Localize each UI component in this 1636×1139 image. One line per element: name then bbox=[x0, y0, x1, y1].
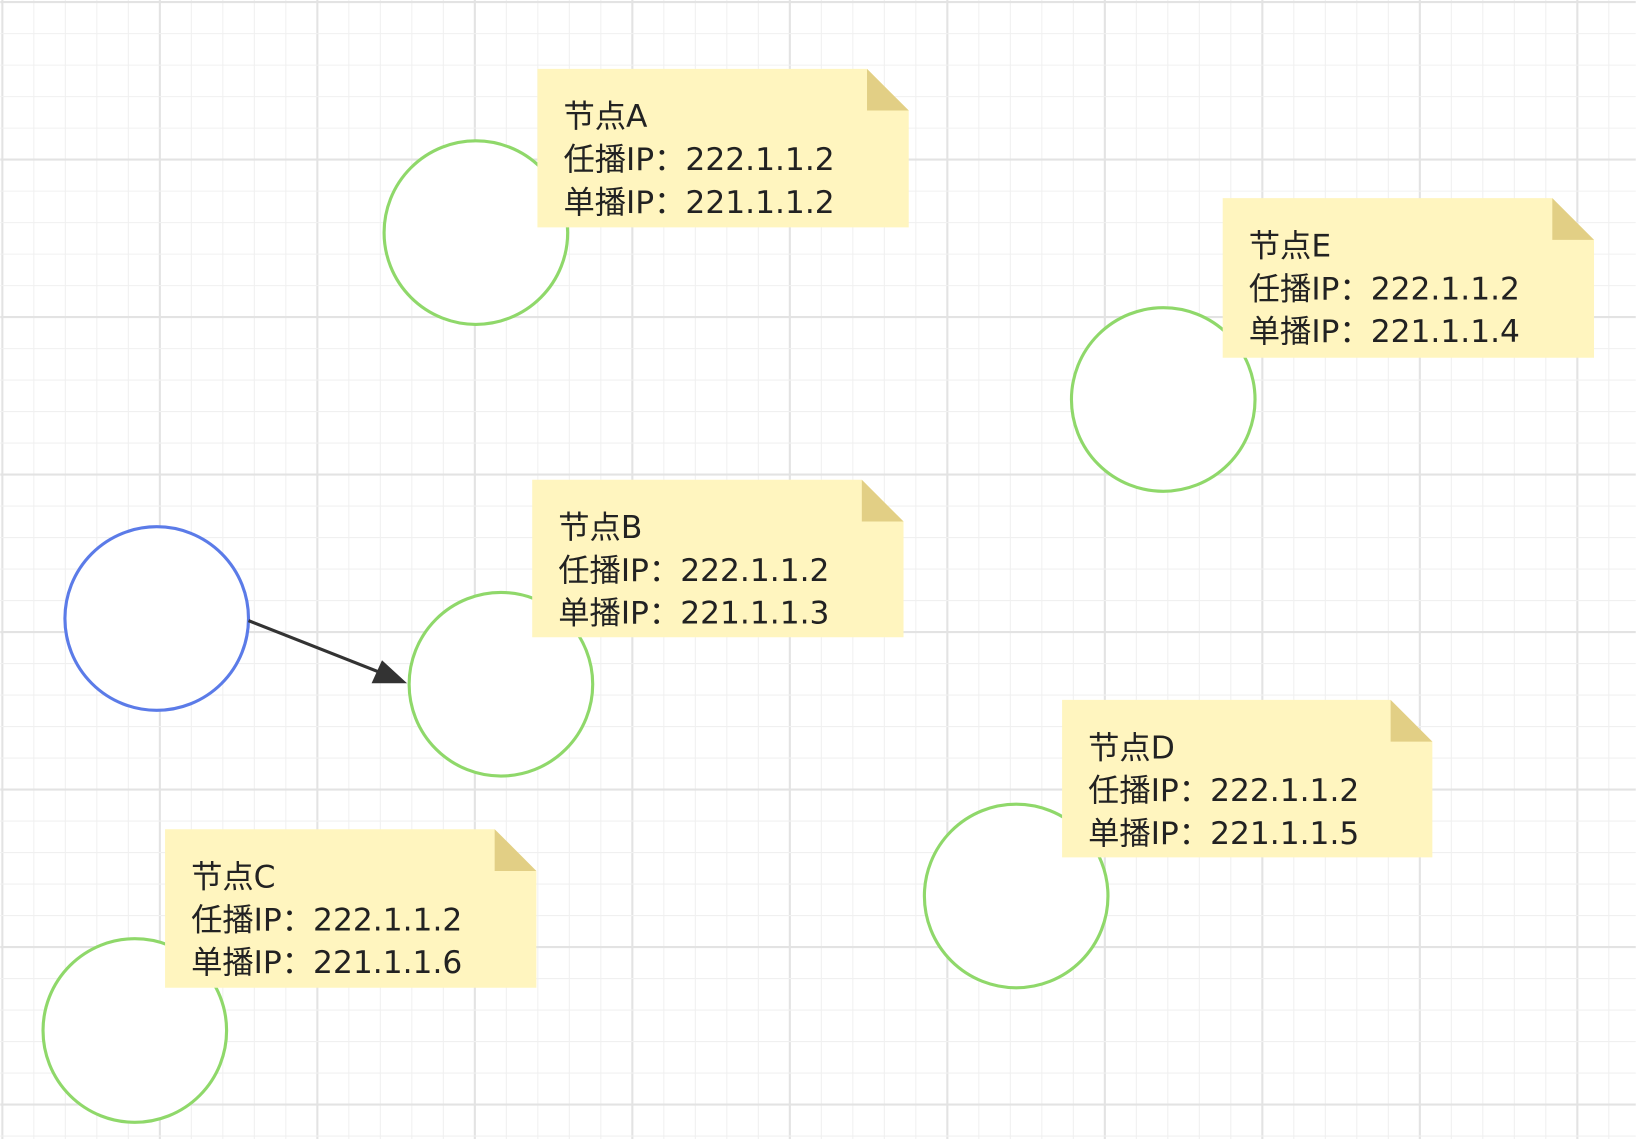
node-b-circle[interactable] bbox=[407, 590, 595, 778]
note-title: 节点A bbox=[563, 99, 648, 135]
note-node-e[interactable]: 节点E 任播IP：222.1.1.2 单播IP：221.1.1.4 bbox=[1222, 198, 1595, 358]
note-anycast-ip: 任播IP：222.1.1.2 bbox=[558, 553, 829, 589]
note-unicast-ip: 单播IP：221.1.1.4 bbox=[1249, 314, 1520, 350]
note-node-b[interactable]: 节点B 任播IP：222.1.1.2 单播IP：221.1.1.3 bbox=[532, 479, 904, 638]
note-unicast-ip: 单播IP：221.1.1.6 bbox=[191, 945, 462, 981]
note-node-a[interactable]: 节点A 任播IP：222.1.1.2 单播IP：221.1.1.2 bbox=[537, 68, 909, 228]
note-anycast-ip: 任播IP：222.1.1.2 bbox=[1088, 773, 1359, 809]
note-title: 节点B bbox=[558, 510, 642, 546]
note-anycast-ip: 任播IP：222.1.1.2 bbox=[191, 902, 462, 938]
note-unicast-ip: 单播IP：221.1.1.2 bbox=[563, 185, 834, 221]
note-node-c[interactable]: 节点C 任播IP：222.1.1.2 单播IP：221.1.1.6 bbox=[165, 829, 537, 988]
node-a-circle[interactable] bbox=[382, 139, 570, 326]
note-unicast-ip: 单播IP：221.1.1.5 bbox=[1088, 816, 1359, 852]
note-fold-icon bbox=[1552, 198, 1595, 240]
note-anycast-ip: 任播IP：222.1.1.2 bbox=[563, 142, 834, 178]
note-title: 节点C bbox=[191, 860, 275, 896]
note-fold-icon bbox=[861, 479, 904, 522]
note-anycast-ip: 任播IP：222.1.1.2 bbox=[1249, 271, 1520, 307]
arrow-head-icon bbox=[371, 660, 408, 684]
note-fold-icon bbox=[494, 829, 537, 871]
note-fold-icon bbox=[867, 68, 909, 111]
note-fold-icon bbox=[1390, 699, 1433, 742]
client-node[interactable] bbox=[63, 525, 251, 712]
note-title: 节点D bbox=[1088, 730, 1175, 766]
note-unicast-ip: 单播IP：221.1.1.3 bbox=[558, 596, 829, 632]
note-node-d[interactable]: 节点D 任播IP：222.1.1.2 单播IP：221.1.1.5 bbox=[1062, 699, 1433, 858]
node-e-circle[interactable] bbox=[1069, 306, 1257, 493]
note-title: 节点E bbox=[1249, 229, 1331, 265]
arrow-connector[interactable] bbox=[247, 619, 387, 677]
